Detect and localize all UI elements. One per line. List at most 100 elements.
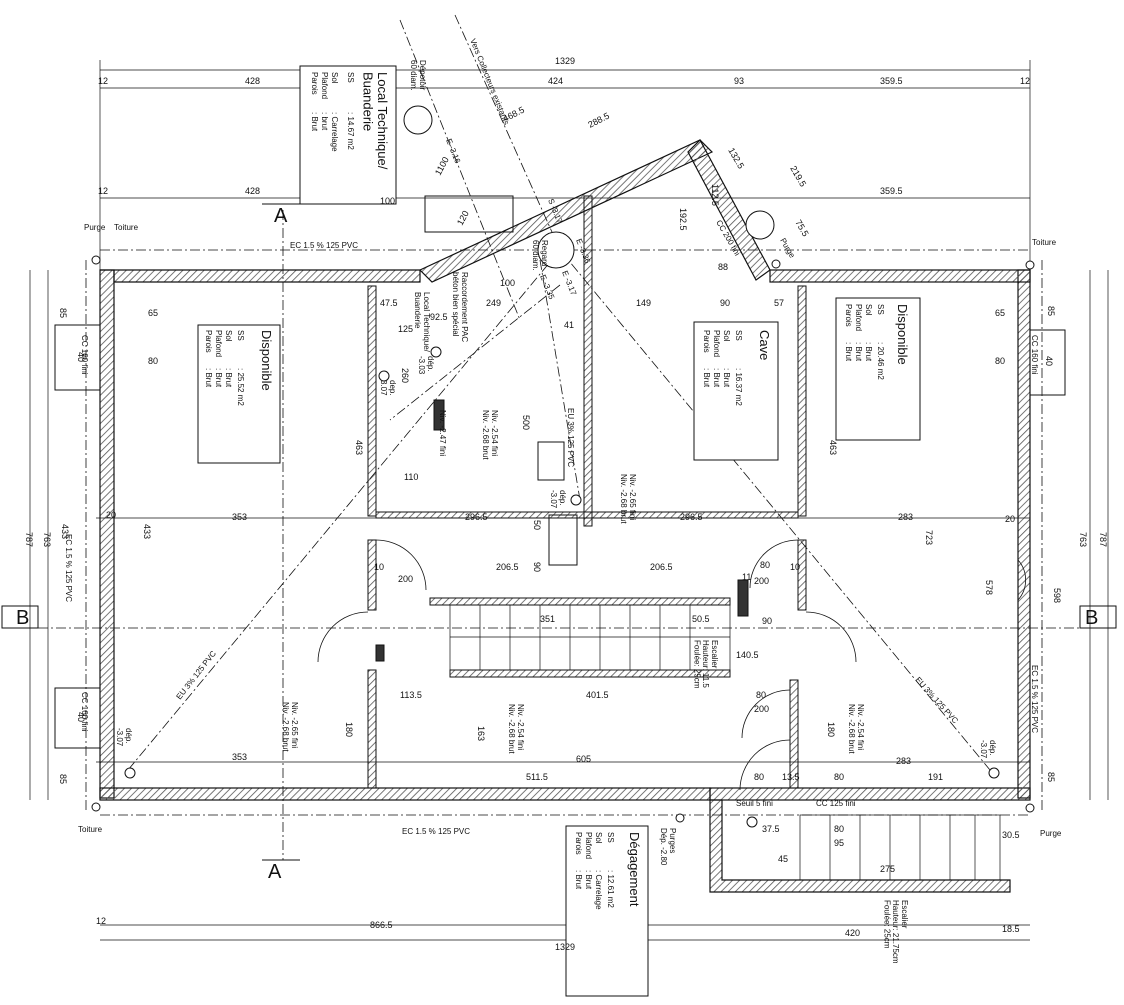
- dim: 10: [374, 562, 384, 572]
- svg-text:SS: SS: [236, 330, 245, 341]
- dim: 85: [58, 774, 68, 784]
- dim: 763: [42, 532, 52, 547]
- dim: 80: [760, 560, 770, 570]
- fixtures: [54, 105, 1066, 828]
- room-legend-disponible-east: Disponible SS : 20.46 m2 Sol : Brut Plaf…: [835, 297, 921, 441]
- svg-text:: Brut: : Brut: [310, 112, 319, 132]
- dim: 75.5: [793, 218, 810, 238]
- stair-label: EscalierHauteur: 21.75cmFoulée: 25cm: [882, 900, 909, 964]
- dim: 420: [845, 928, 860, 938]
- collector-label: Vers Collecteurs existants: [468, 37, 511, 126]
- svg-text:: 14.67 m2: : 14.67 m2: [346, 112, 355, 150]
- section-marker-b-left: B: [16, 607, 29, 629]
- dim: 206.5: [496, 562, 519, 572]
- section-marker-a-bottom: A: [268, 861, 282, 883]
- ec-left-label: EC 1.5 % 125 PVC: [64, 534, 73, 602]
- dim-mid-right: 359.5: [880, 186, 903, 196]
- svg-text:Plafond: Plafond: [584, 832, 593, 859]
- dim: 90: [762, 616, 772, 626]
- dim: 41: [564, 320, 574, 330]
- svg-text:Local Technique/Buanderie: Local Technique/Buanderie: [361, 72, 390, 170]
- svg-text:: brut: : brut: [320, 112, 329, 131]
- svg-text:Sol: Sol: [864, 304, 873, 316]
- svg-text:SS: SS: [734, 330, 743, 341]
- dimension-lines: [29, 60, 1109, 941]
- svg-text:Parois: Parois: [310, 72, 319, 95]
- cc-label: CC 160 fini: [80, 335, 89, 375]
- stairs-interior: [449, 604, 731, 671]
- dim: 12: [96, 916, 106, 926]
- dim: 511.5: [526, 772, 548, 782]
- drain-label: dép.-3.07: [115, 728, 133, 747]
- svg-text:: Brut: : Brut: [584, 870, 593, 890]
- dim: 163: [476, 726, 486, 741]
- dim: 88: [718, 262, 728, 272]
- ec-right-label: EC 1.5 % 125 PVC: [1030, 665, 1039, 733]
- dim: 353: [232, 752, 247, 762]
- svg-text:: Carrelage: : Carrelage: [330, 112, 339, 152]
- dim-diag: 219.5: [788, 164, 808, 189]
- svg-text:: Carrelage: : Carrelage: [594, 870, 603, 910]
- room-legend-disponible-west: Disponible SS : 25.52 m2 Sol : Brut Plaf…: [197, 324, 281, 464]
- dim-total-top: 1329: [555, 56, 575, 66]
- svg-text:: Brut: : Brut: [854, 342, 863, 362]
- svg-text:Plafond: Plafond: [320, 72, 329, 99]
- svg-text:: Brut: : Brut: [214, 368, 223, 388]
- dim: 65: [148, 308, 158, 318]
- dim: 260: [400, 368, 410, 383]
- dim: 723: [924, 530, 934, 545]
- dim: 120: [455, 209, 471, 227]
- dim: 30.5: [1002, 830, 1020, 840]
- dim: 112.5: [710, 184, 720, 206]
- dim: 598: [1052, 588, 1062, 603]
- dim: 605: [576, 754, 591, 764]
- svg-text:: Brut: : Brut: [224, 368, 233, 388]
- section-marker-b-right: B: [1085, 607, 1098, 629]
- dim: 200: [754, 704, 769, 714]
- dim: 463: [828, 440, 838, 455]
- dim: 80: [834, 824, 844, 834]
- dim: 45: [778, 854, 788, 864]
- section-and-pipe-lines: [20, 14, 1104, 860]
- drain-label: dép.-3.07: [549, 490, 567, 509]
- toiture-label: Toiture: [114, 223, 139, 232]
- dim: 80: [756, 690, 766, 700]
- dim: 200: [398, 574, 413, 584]
- dim: 125: [398, 324, 413, 334]
- level-label: Niv. -2.65 finiNiv. -2.68 brut: [281, 702, 299, 752]
- threshold-label: Seuil 5 fini: [736, 799, 773, 808]
- svg-text:Dégagement: Dégagement: [627, 832, 642, 907]
- svg-text:: Brut: : Brut: [864, 342, 873, 362]
- dim: 192.5: [678, 208, 688, 231]
- toiture-label: Toiture: [78, 825, 103, 834]
- doors: [317, 539, 1027, 791]
- dim: 13.5: [782, 772, 800, 782]
- dim: 40: [76, 712, 86, 722]
- dim: 191: [928, 772, 943, 782]
- dim: 47.5: [380, 298, 398, 308]
- dim: 80: [995, 356, 1005, 366]
- svg-text:SS: SS: [876, 304, 885, 315]
- level-label: Niv. -2.54 finiNiv. -2.68 brut: [847, 704, 865, 754]
- svg-text:: 25.52 m2: : 25.52 m2: [236, 368, 245, 406]
- dim-top-right: 359.5: [880, 76, 903, 86]
- dim: 433: [142, 524, 152, 539]
- purge-label: Purge: [778, 237, 797, 260]
- svg-text:: 16.37 m2: : 16.37 m2: [734, 368, 743, 406]
- drain-label: dep.3.07: [379, 380, 397, 396]
- dim: 40: [1044, 356, 1054, 366]
- eu-center-label: EU 3% 125 PVC: [566, 408, 575, 467]
- svg-text:Plafond: Plafond: [854, 304, 863, 331]
- svg-text:Parois: Parois: [574, 832, 583, 855]
- purge-label: PurgesDép. -2.80: [659, 828, 677, 866]
- drain-label: dép.-3.03: [417, 356, 435, 375]
- dim: 149: [636, 298, 651, 308]
- svg-text:Sol: Sol: [594, 832, 603, 844]
- dim: 50.5: [692, 614, 710, 624]
- regard-label: Regard60 diam.: [531, 240, 549, 271]
- dim-total-bottom: 1329: [555, 942, 575, 952]
- dim: 578: [984, 580, 994, 595]
- dim: 65: [995, 308, 1005, 318]
- local-tech-small-label: Local Technique/Buanderie: [413, 292, 431, 353]
- svg-text:Plafond: Plafond: [712, 330, 721, 357]
